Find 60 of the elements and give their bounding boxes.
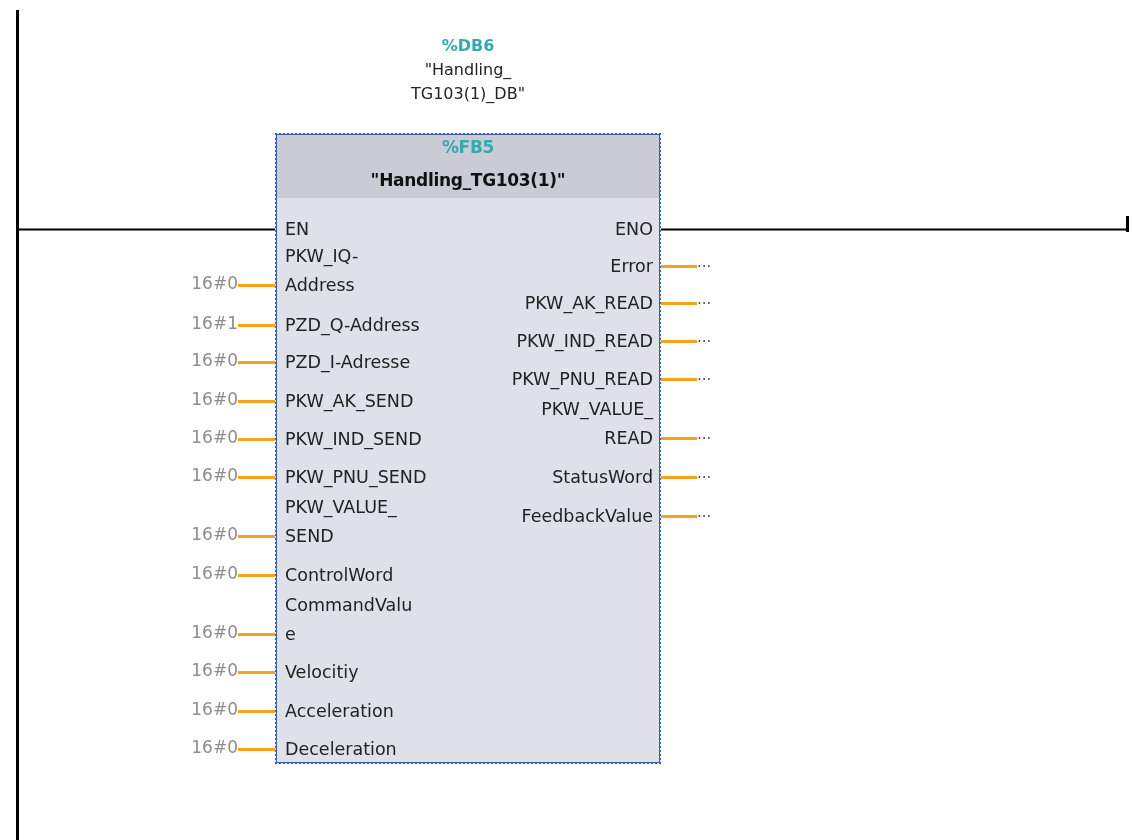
parameter-value: 16#0 (150, 558, 238, 588)
input-pin-label: PZD_Q-Address (277, 311, 420, 340)
parameter-value: 16#0 (150, 617, 238, 647)
unconnected-output: ... (697, 285, 712, 314)
input-pin-label: PKW_AK_SEND (277, 387, 414, 416)
unconnected-output: ... (697, 248, 712, 277)
input-pin-label: PZD_I-Adresse (277, 348, 411, 377)
unconnected-output: ... (697, 459, 712, 488)
input-pin-label: PKW_VALUE_ SEND (277, 493, 397, 551)
block-name: "Handling_TG103(1)" (369, 169, 567, 192)
parameter-wire (238, 438, 277, 441)
parameter-wire (238, 476, 277, 479)
parameter-value: 16#0 (150, 655, 238, 685)
instance-db-name: "Handling_ TG103(1)_DB" (410, 59, 526, 105)
output-pin-label: Error (610, 252, 659, 281)
parameter-wire (238, 574, 277, 577)
parameter-value: 16#1 (150, 308, 238, 338)
unconnected-output: ... (697, 361, 712, 390)
unconnected-output: ... (697, 323, 712, 352)
unconnected-output: ... (697, 420, 712, 449)
rung-wire (19, 228, 277, 231)
input-pin-label: Deceleration (277, 735, 397, 764)
function-block (275, 133, 661, 764)
parameter-wire (238, 633, 277, 636)
parameter-value: 16#0 (150, 732, 238, 762)
instance-number: %FB5 (440, 136, 496, 159)
parameter-wire (238, 748, 277, 751)
output-pin-label: PKW_AK_READ (524, 289, 659, 318)
parameter-wire (238, 324, 277, 327)
unconnected-output: ... (697, 498, 712, 527)
parameter-value: 16#0 (150, 519, 238, 549)
parameter-wire (238, 671, 277, 674)
output-pin-label: FeedbackValue (521, 502, 659, 531)
parameter-wire (238, 710, 277, 713)
parameter-wire (238, 284, 277, 287)
power-rail (16, 10, 19, 840)
parameter-wire (238, 535, 277, 538)
parameter-value: 16#0 (150, 694, 238, 724)
output-pin-label: StatusWord (552, 463, 659, 492)
parameter-value: 16#0 (150, 268, 238, 298)
data-block-number: %DB6 (440, 35, 496, 57)
parameter-value: 16#0 (150, 460, 238, 490)
power-rail (1126, 216, 1129, 232)
input-pin-label: Acceleration (277, 697, 394, 726)
output-pin-label: PKW_IND_READ (516, 327, 659, 356)
parameter-wire (238, 400, 277, 403)
parameter-wire (238, 361, 277, 364)
input-pin-label: EN (277, 215, 310, 244)
input-pin-label: PKW_IQ- Address (277, 242, 359, 300)
input-pin-label: Velocitiy (277, 658, 359, 687)
input-pin-label: PKW_IND_SEND (277, 425, 422, 454)
output-pin-label: PKW_PNU_READ (511, 365, 659, 394)
parameter-value: 16#0 (150, 384, 238, 414)
output-pin-label: ENO (615, 215, 659, 244)
output-pin-label: PKW_VALUE_ READ (541, 395, 659, 453)
parameter-value: 16#0 (150, 345, 238, 375)
input-pin-label: ControlWord (277, 561, 394, 590)
input-pin-label: CommandValu e (277, 591, 413, 649)
parameter-value: 16#0 (150, 422, 238, 452)
input-pin-label: PKW_PNU_SEND (277, 463, 427, 492)
